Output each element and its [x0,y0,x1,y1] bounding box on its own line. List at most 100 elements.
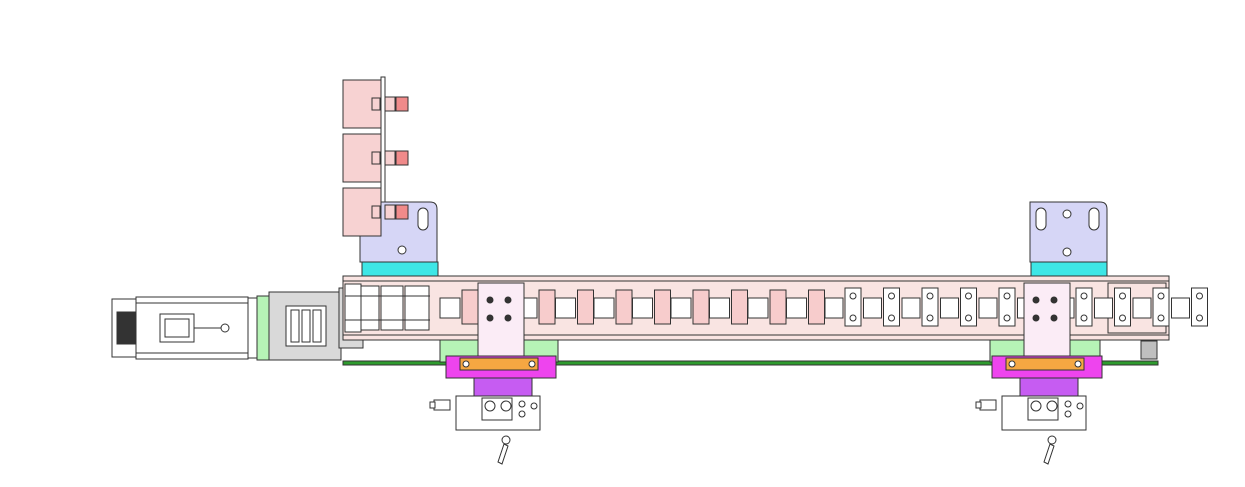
sensor-nut [384,96,396,112]
chain-pin [1003,314,1011,322]
chain-window [786,297,807,319]
chain-pin-plate [1191,287,1208,327]
sensor-module [342,187,409,237]
chain-window [1171,297,1190,319]
chain-curl-link [404,285,430,331]
chain-pin-plate [883,287,900,327]
coupling-disc [312,309,322,343]
carriage-plate [477,282,525,359]
carriage-bolt [1032,314,1040,322]
chain-window [1094,297,1113,319]
mounting-bracket-plate [1029,201,1108,263]
chain-pin [1157,314,1165,322]
chain-curl-link [360,285,380,331]
chain-window [632,297,653,319]
side-fitting-tip [975,401,982,409]
clamp-pad [1005,357,1085,371]
chain-link [670,289,710,325]
chain-plate [615,289,633,325]
carriage-group [429,282,1103,465]
sensor-knob [395,150,409,166]
chain-plate [731,289,748,325]
chain-pin [888,314,895,322]
chain-link [1094,287,1131,327]
carriage-plate [1023,282,1071,359]
sensor-neck [371,205,381,219]
valve-port-small [518,410,526,418]
chain-link [555,289,594,325]
sensor-module [342,79,409,129]
chain-pin [926,292,934,300]
rail-end-block [1140,340,1158,360]
bracket-slot [417,207,429,231]
sensor-knob [395,204,409,220]
carriage-bolt [1050,314,1058,322]
chain-plate [654,289,671,325]
carriage [429,282,557,465]
carriage-bolt [1050,296,1058,304]
chain-pin [965,314,972,322]
chain-link [709,289,748,325]
carriage-bolt [486,296,494,304]
chain-pin-plate [960,287,977,327]
bracket-slot [1088,207,1100,231]
chain-plate [769,289,787,325]
chain-pin [965,292,972,300]
chain-pin [1080,292,1088,300]
chain-link [1132,287,1170,327]
chain-link [593,289,633,325]
base-strip [342,360,1159,366]
chain-pin-plate [998,287,1016,327]
chain-pin [1157,292,1165,300]
chain-window [709,297,730,319]
sensor-nut [384,150,396,166]
chain-link [978,287,1016,327]
valve-port [500,400,512,412]
bracket-hole [1062,209,1072,219]
chain-window [824,297,844,319]
chain-link [824,287,862,327]
bracket-slot [1035,207,1047,231]
clamp-screw [462,360,470,368]
chain-link [940,287,977,327]
side-fitting [979,399,997,411]
motor-flange-green [256,295,271,361]
valve-port-small [1076,402,1084,410]
chain-window [670,297,692,319]
chain-window [863,297,882,319]
valve-port-small [518,400,526,408]
sensor-knob [395,96,409,112]
chain-curl-link [380,285,404,331]
chain-window [1132,297,1152,319]
mounting-bracket-right [1029,201,1108,277]
sensor-neck [371,97,381,111]
chain-plate [461,289,479,325]
sensor-module [342,133,409,183]
bracket-spacer [1030,261,1108,277]
chain-pin [1003,292,1011,300]
valve-port-small [1064,400,1072,408]
side-fitting [433,399,451,411]
bottom-fitting-nut [501,435,511,445]
chain-pin [1080,314,1088,322]
carriage-bolt [504,314,512,322]
chain-link [901,287,939,327]
chain-pin-plate [1114,287,1131,327]
chain-window [940,297,959,319]
chain-pin [888,292,895,300]
bracket-spacer [361,261,439,277]
carriage [975,282,1103,465]
bracket-hole [397,245,407,255]
chain-pin [1119,314,1126,322]
chain-window [555,297,576,319]
motor-back-cap-inner [116,311,136,345]
valve-port [1030,400,1042,412]
chain-pin [849,314,857,322]
chain-plate [692,289,710,325]
valve-port [484,400,496,412]
valve-port [1046,400,1058,412]
chain-plate [808,289,825,325]
chain-pin [1119,292,1126,300]
chain-window [901,297,921,319]
chain-pin [926,314,934,322]
